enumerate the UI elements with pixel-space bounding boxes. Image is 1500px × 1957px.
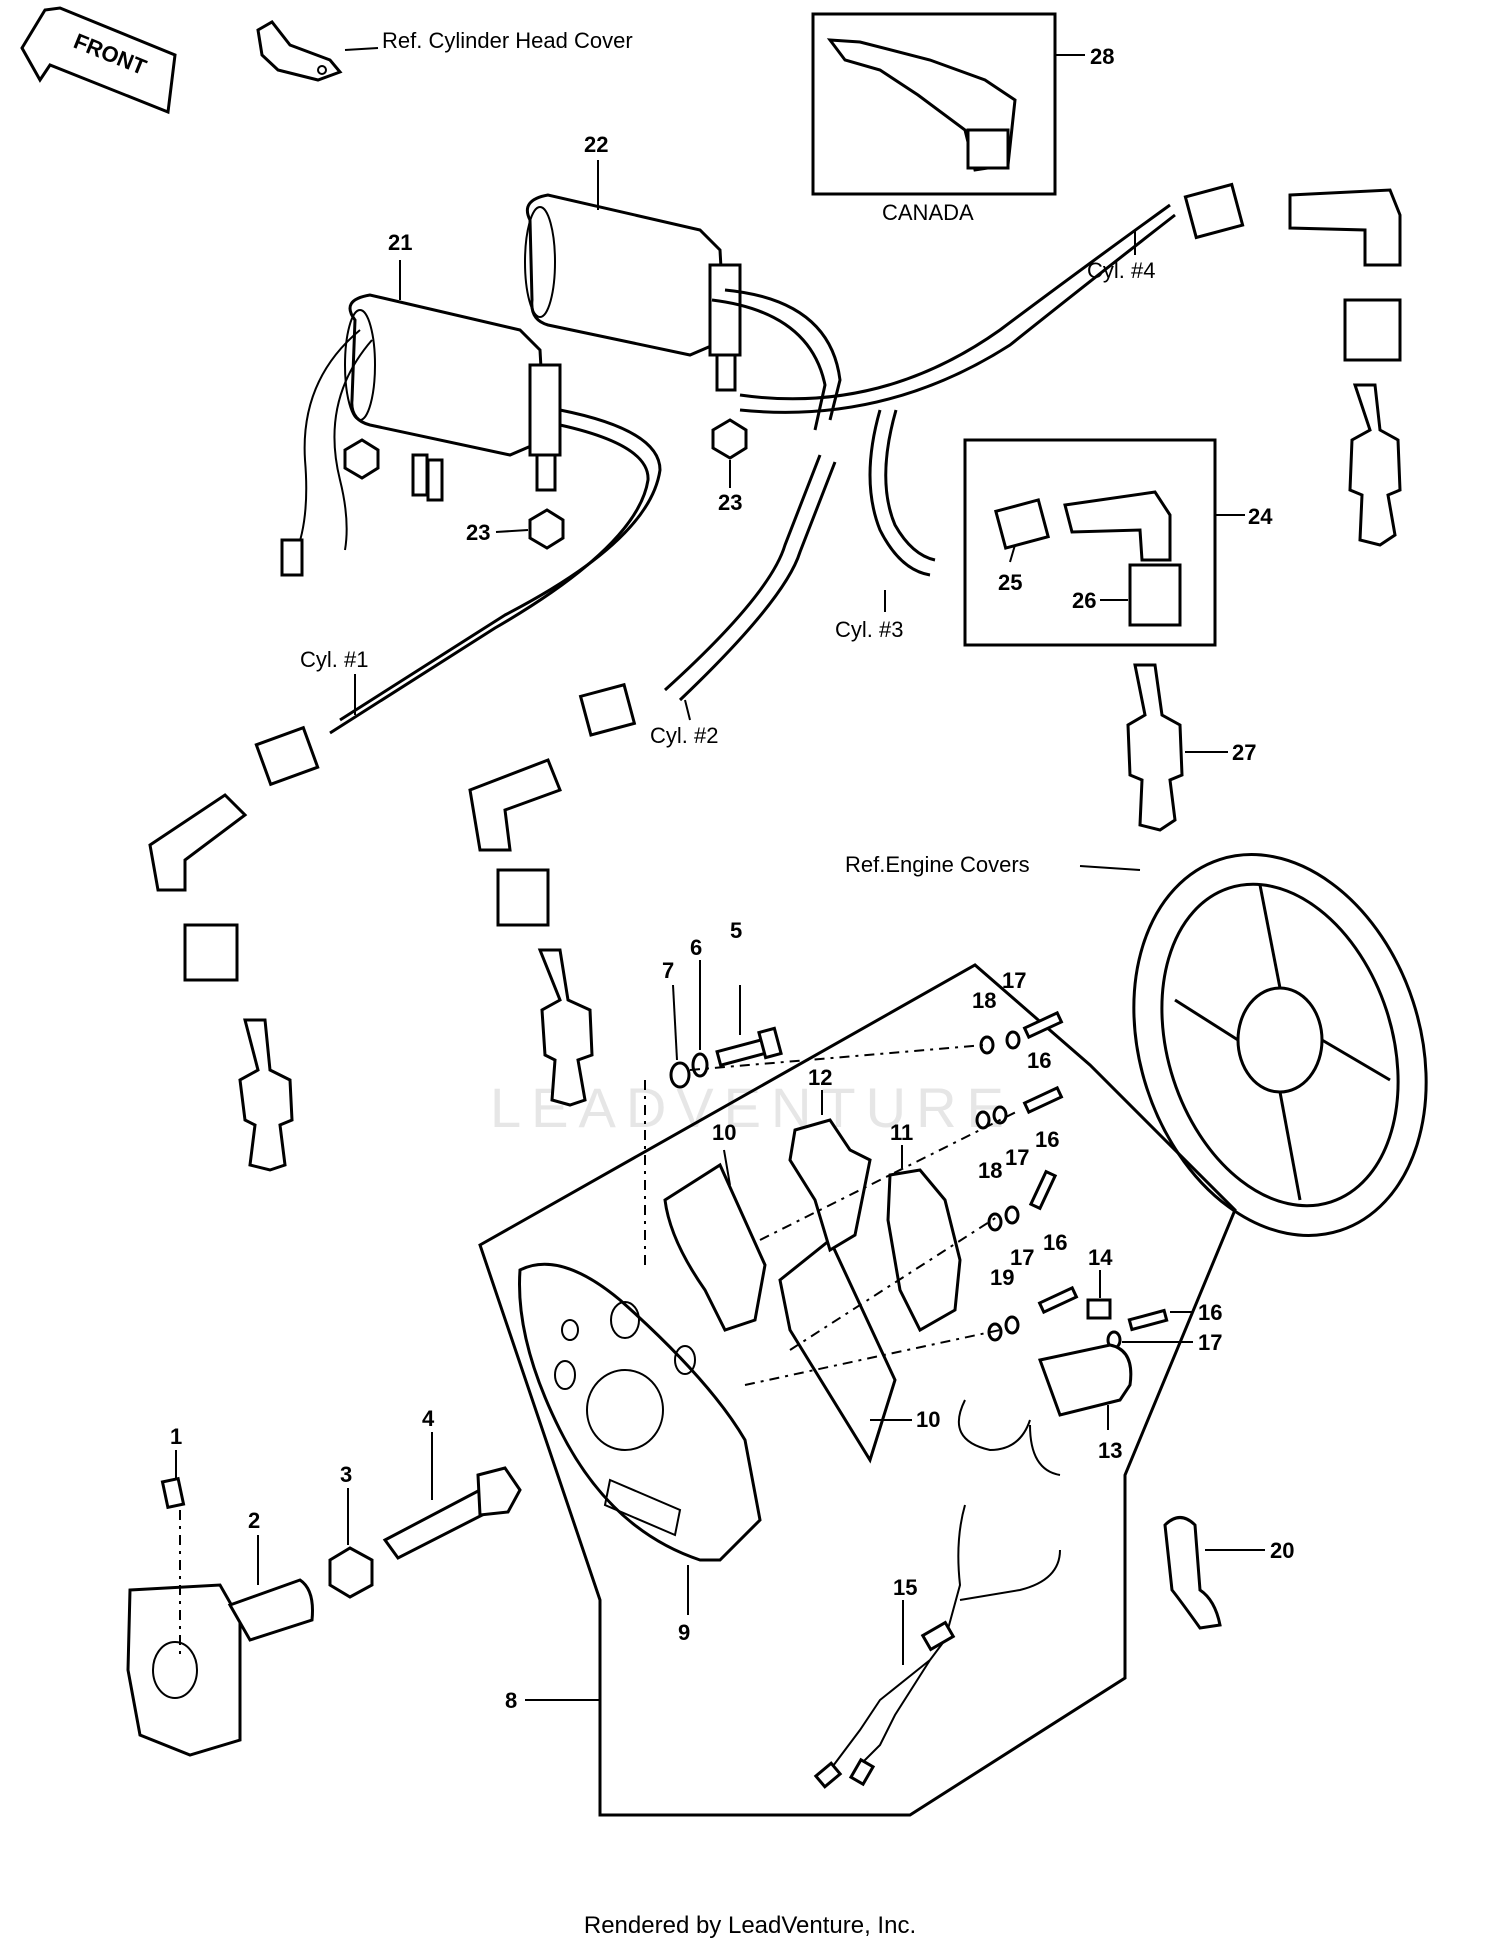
- callout-7: 7: [662, 958, 674, 983]
- callout-17-a: 17: [1002, 968, 1026, 993]
- callout-17-d: 17: [1198, 1330, 1222, 1355]
- callout-6: 6: [690, 935, 702, 960]
- callout-14: 14: [1088, 1245, 1113, 1270]
- callout-21: 21: [388, 230, 412, 255]
- cyl1-plug-assembly: [148, 725, 320, 1172]
- box-24: [963, 438, 1217, 647]
- canada-label: CANADA: [882, 200, 974, 225]
- spark-plug-27: [1126, 663, 1184, 832]
- cylinder-head-cover-clip: [256, 20, 343, 82]
- callout-24: 24: [1248, 504, 1273, 529]
- callout-2: 2: [248, 1508, 260, 1533]
- washer-6: [691, 1052, 709, 1078]
- cyl4-plug-assembly: [1183, 182, 1402, 547]
- callout-1: 1: [170, 1424, 182, 1449]
- callout-10-b: 10: [916, 1407, 940, 1432]
- callout-16-a: 16: [1027, 1048, 1051, 1073]
- callout-23-a: 23: [466, 520, 490, 545]
- callout-17-c: 17: [1010, 1245, 1034, 1270]
- bolt-4: [382, 1466, 522, 1560]
- front-arrow: FRONT: [20, 6, 177, 115]
- condenser-13: [957, 1343, 1133, 1476]
- callout-19: 19: [990, 1265, 1014, 1290]
- callout-18-b: 18: [978, 1158, 1002, 1183]
- cyl-1-label: Cyl. #1: [300, 647, 368, 672]
- terminal-14: [1086, 1298, 1112, 1320]
- callout-10-a: 10: [712, 1120, 736, 1145]
- lead-wire-15: [813, 1504, 1061, 1789]
- screw-5: [715, 1026, 783, 1068]
- cyl2-plug-assembly: [468, 682, 637, 1107]
- callout-16-b: 16: [1035, 1127, 1059, 1152]
- callout-11: 11: [890, 1120, 913, 1145]
- callout-12: 12: [808, 1065, 832, 1090]
- advancer-shaft-2: [126, 1578, 314, 1757]
- callout-16-c: 16: [1043, 1230, 1067, 1255]
- callout-26: 26: [1072, 588, 1096, 613]
- washer-7: [669, 1061, 691, 1089]
- callout-15: 15: [893, 1575, 917, 1600]
- ref-engine-covers: Ref.Engine Covers: [845, 852, 1030, 877]
- screws-16: [1022, 1010, 1169, 1332]
- ref-cylinder-head-cover: Ref. Cylinder Head Cover: [382, 28, 633, 53]
- callout-9: 9: [678, 1620, 690, 1645]
- callout-23-b: 23: [718, 490, 742, 515]
- engine-cover: [1132, 853, 1428, 1237]
- callout-22: 22: [584, 132, 608, 157]
- ignition-coil-22: [524, 193, 742, 392]
- callout-17-b: 17: [1005, 1145, 1029, 1170]
- callout-13: 13: [1098, 1438, 1122, 1463]
- callout-16-d: 16: [1198, 1300, 1222, 1325]
- contact-breaker-11: [886, 1168, 962, 1333]
- pin-1: [160, 1476, 186, 1510]
- canada-box: CANADA: [811, 12, 1057, 225]
- callout-18-a: 18: [972, 988, 996, 1013]
- contact-breaker-12: [788, 1118, 872, 1253]
- plug-wires: [329, 203, 1176, 735]
- callout-27: 27: [1232, 740, 1256, 765]
- callout-5: 5: [730, 918, 742, 943]
- base-plate-9: [518, 1262, 762, 1562]
- callout-25: 25: [998, 570, 1022, 595]
- nut-3: [328, 1546, 374, 1599]
- nut-23-left: [343, 438, 380, 480]
- breaker-assembly-outline: [478, 963, 1237, 1817]
- nut-23-b: [711, 418, 748, 460]
- callout-8: 8: [505, 1688, 517, 1713]
- nut-23-a: [528, 508, 565, 550]
- callout-20: 20: [1270, 1538, 1294, 1563]
- callout-28: 28: [1090, 44, 1114, 69]
- footer-credit: Rendered by LeadVenture, Inc.: [583, 1912, 917, 1939]
- ignition-coil-21: [344, 293, 562, 492]
- callout-3: 3: [340, 1462, 352, 1487]
- cyl-2-label: Cyl. #2: [650, 723, 718, 748]
- cyl-4-label: Cyl. #4: [1087, 258, 1155, 283]
- cyl-3-label: Cyl. #3: [835, 617, 903, 642]
- clamp-20: [1163, 1516, 1222, 1630]
- callout-4: 4: [422, 1406, 435, 1431]
